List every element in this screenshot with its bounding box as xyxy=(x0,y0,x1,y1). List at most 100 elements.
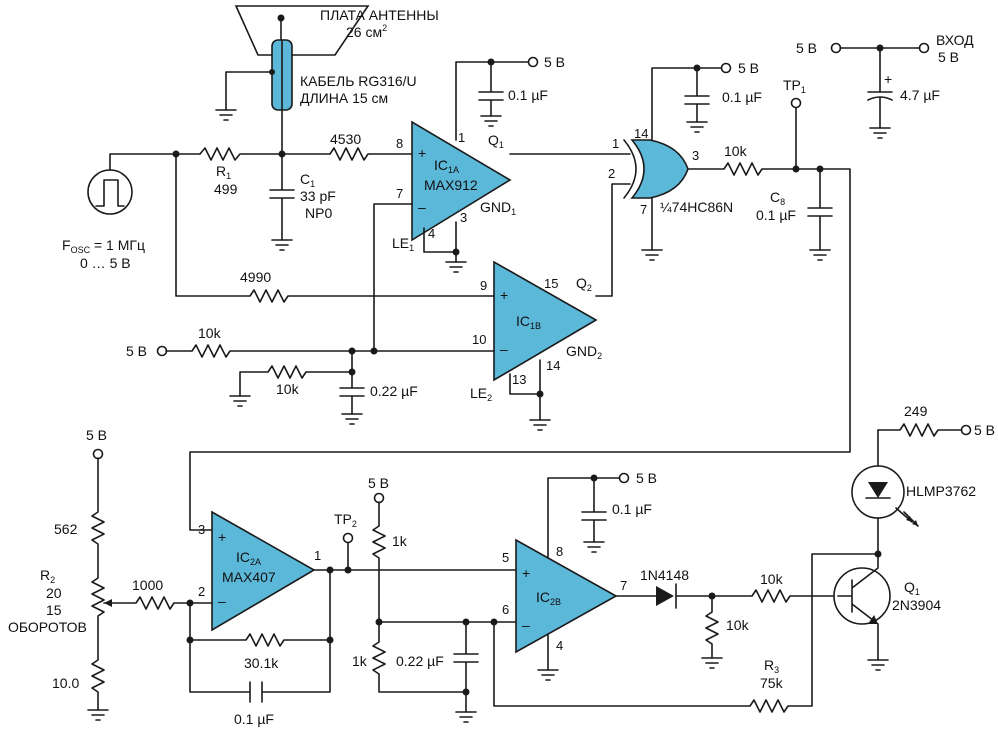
pin-2: 2 xyxy=(608,166,615,181)
q1-name: Q1 xyxy=(904,579,920,597)
ic1a-name: IC1A xyxy=(434,157,459,175)
pin-4: 4 xyxy=(428,226,435,241)
r1-value: 499 xyxy=(214,181,238,197)
pin-13: 13 xyxy=(512,372,526,387)
supply-terminal xyxy=(618,472,630,484)
supply-label: 5 В xyxy=(126,343,147,359)
pin-4: 4 xyxy=(556,638,563,653)
pin-9: 9 xyxy=(480,278,487,293)
antenna-area: 26 см2 xyxy=(346,23,387,40)
r10k-base xyxy=(675,589,839,603)
input-label: ВХОД xyxy=(936,32,974,48)
xor-gate xyxy=(630,139,689,199)
ic1b-gnd: GND2 xyxy=(566,343,602,361)
supply-terminal xyxy=(527,56,539,68)
r10k-divider-low xyxy=(239,365,353,397)
r4530-value: 4530 xyxy=(330,131,361,147)
r10k-label: 10k xyxy=(198,325,222,341)
ic1b-q: Q2 xyxy=(576,275,592,293)
ic1a-le: LE1 xyxy=(392,235,414,253)
decoupling-capacitor xyxy=(478,61,504,117)
c47-capacitor xyxy=(867,47,893,129)
c8-name: C8 xyxy=(770,189,785,207)
pin-3: 3 xyxy=(692,148,699,163)
tp2-label: TP2 xyxy=(334,511,357,529)
ic1b-le: LE2 xyxy=(470,385,492,403)
supply-terminal xyxy=(92,448,104,460)
supply-label: 5 В xyxy=(368,475,389,491)
cap-label: 0.22 µF xyxy=(370,383,418,399)
pin-7: 7 xyxy=(640,202,647,217)
r562-value: 562 xyxy=(54,521,78,537)
r249-value: 249 xyxy=(904,403,928,419)
r301k-feedback xyxy=(189,633,331,647)
r1-resistor xyxy=(199,147,331,161)
tp1-testpoint[interactable] xyxy=(790,97,802,109)
c1-name: C1 xyxy=(300,171,315,189)
c47-plus: + xyxy=(884,71,892,87)
c1-type: NP0 xyxy=(305,205,332,221)
cable-length: ДЛИНА 15 см xyxy=(300,90,388,106)
ic1a-minus: – xyxy=(418,199,426,215)
supply-terminal xyxy=(156,345,168,357)
cap-label: 0.1 µF xyxy=(234,711,274,727)
ic2b-plus: + xyxy=(522,565,530,581)
c1-capacitor xyxy=(269,153,295,241)
r1-name: R1 xyxy=(216,163,231,181)
input-value: 5 В xyxy=(938,49,959,65)
cap-label: 0.22 µF xyxy=(396,653,444,669)
pin-14: 14 xyxy=(546,358,560,373)
c022-capacitor xyxy=(453,621,479,693)
xor-part: ¼74HC86N xyxy=(660,199,733,215)
supply-terminal xyxy=(830,42,842,54)
c8-capacitor xyxy=(807,168,833,251)
ic1b-minus: – xyxy=(500,341,508,357)
r10k-label: 10k xyxy=(724,143,748,159)
pin-5: 5 xyxy=(502,550,509,565)
pin-1: 1 xyxy=(458,130,465,145)
ground-symbol xyxy=(215,109,237,121)
ic1a-plus: + xyxy=(418,145,426,161)
input-terminal[interactable] xyxy=(918,42,930,54)
r2-name: R2 xyxy=(40,567,55,585)
pin-8: 8 xyxy=(556,544,563,559)
r1000-value: 1000 xyxy=(132,577,163,593)
ic1b-comparator xyxy=(493,260,598,382)
c01-feedback-capacitor xyxy=(249,681,263,703)
ic2a-minus: – xyxy=(218,593,226,609)
r2-value: 20 xyxy=(46,585,62,601)
ic2a-part: MAX407 xyxy=(222,569,276,585)
q1-part: 2N3904 xyxy=(892,597,941,613)
r301k-value: 30.1k xyxy=(244,655,279,671)
c1-value: 33 pF xyxy=(300,188,336,204)
supply-label: 5 В xyxy=(738,60,759,76)
ic1a-comparator xyxy=(411,120,512,242)
r3-feedback xyxy=(493,553,879,713)
pin-1: 1 xyxy=(612,136,619,151)
r4990-value: 4990 xyxy=(240,269,271,285)
coax-cable xyxy=(215,39,293,121)
r10k-pulldown xyxy=(705,595,719,659)
q1-transistor xyxy=(833,567,891,625)
r10k-divider xyxy=(165,344,495,358)
diode-1n4148 xyxy=(656,586,674,606)
ic2b-name: IC2B xyxy=(536,589,561,607)
pin-15: 15 xyxy=(544,276,558,291)
cable-label: КАБЕЛЬ RG316/U xyxy=(300,73,417,89)
antenna-plate xyxy=(234,5,370,56)
pin-2: 2 xyxy=(198,584,205,599)
ic2b-minus: – xyxy=(522,617,530,633)
r3-name: R3 xyxy=(764,657,779,675)
r1000-resistor xyxy=(103,596,213,610)
tp2-testpoint[interactable] xyxy=(342,532,354,544)
oscillator-source xyxy=(87,153,201,215)
diode-label: 1N4148 xyxy=(640,567,689,583)
r1k-divider xyxy=(372,501,467,713)
c8-value: 0.1 µF xyxy=(756,207,796,223)
pin-7: 7 xyxy=(396,186,403,201)
osc-range: 0 … 5 В xyxy=(80,255,131,271)
decoupling-capacitor xyxy=(684,67,710,123)
pin-14: 14 xyxy=(634,126,648,141)
